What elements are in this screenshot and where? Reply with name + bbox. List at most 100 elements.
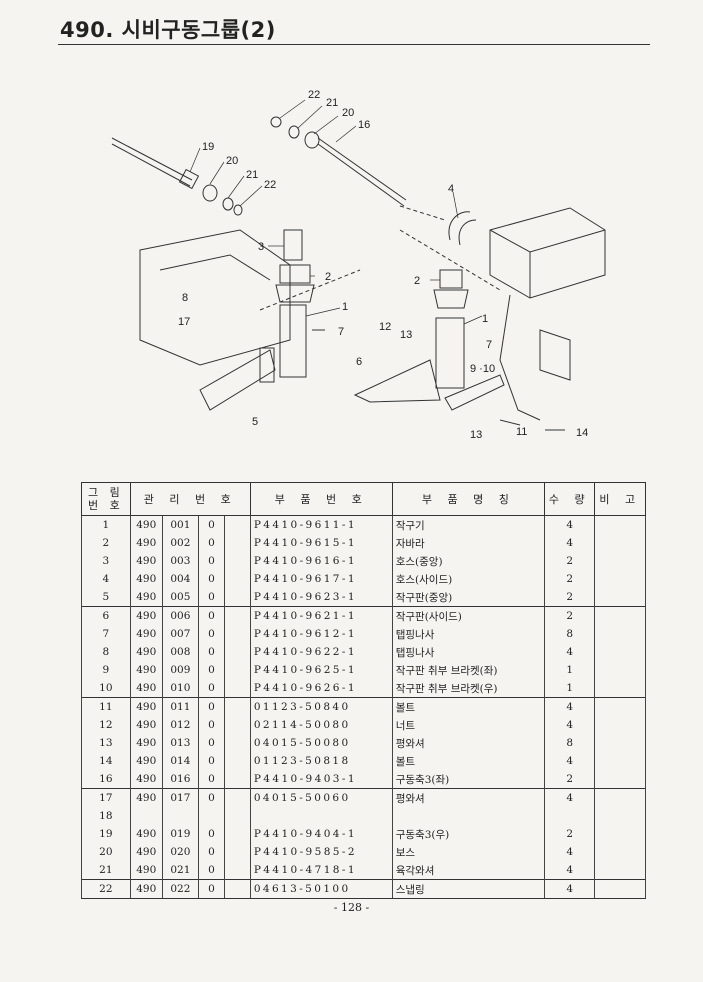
cell-part-no: 04015-50080 bbox=[249, 734, 393, 752]
cell-remark bbox=[594, 807, 646, 825]
cell-mgmt-b: 017 bbox=[161, 788, 200, 807]
table-header-row: 그 림 번 호 관 리 번 호 부 품 번 호 부 품 명 칭 수 량 비 고 bbox=[81, 482, 646, 516]
cell-fig-no: 7 bbox=[81, 625, 131, 643]
callout: 1 bbox=[342, 301, 348, 313]
cell-mgmt-a: 490 bbox=[129, 861, 163, 880]
callout: 22 bbox=[308, 89, 320, 101]
cell-blank bbox=[223, 515, 251, 534]
cell-fig-no: 5 bbox=[81, 588, 131, 607]
cell-mgmt-b: 013 bbox=[161, 734, 200, 752]
cell-mgmt-c: 0 bbox=[198, 679, 225, 698]
cell-remark bbox=[594, 643, 646, 661]
cell-qty: 4 bbox=[543, 643, 596, 661]
callout: 2 bbox=[414, 275, 420, 287]
callout: 14 bbox=[576, 427, 588, 439]
cell-remark bbox=[594, 606, 646, 625]
cell-mgmt-a: 490 bbox=[129, 716, 163, 734]
page-number: - 128 - bbox=[333, 901, 370, 914]
cell-part-name: 볼트 bbox=[391, 752, 545, 770]
callout: 11 bbox=[516, 426, 527, 438]
cell-fig-no: 4 bbox=[81, 570, 131, 588]
cell-part-name: 볼트 bbox=[391, 697, 545, 716]
cell-part-no: P4410-9622-1 bbox=[249, 643, 393, 661]
cell-remark bbox=[594, 588, 646, 607]
cell-remark bbox=[594, 843, 646, 861]
cell-mgmt-c: 0 bbox=[198, 606, 225, 625]
cell-blank bbox=[223, 807, 251, 825]
cell-part-no: P4410-9621-1 bbox=[249, 606, 393, 625]
cell-remark bbox=[594, 788, 646, 807]
cell-part-no: P4410-9404-1 bbox=[249, 825, 393, 843]
cell-remark bbox=[594, 825, 646, 843]
cell-fig-no: 16 bbox=[81, 770, 131, 789]
cell-remark bbox=[594, 697, 646, 716]
cell-remark bbox=[594, 679, 646, 698]
cell-part-name: 탭핑나사 bbox=[391, 625, 545, 643]
callout: 20 bbox=[226, 155, 238, 167]
cell-part-no: 04015-50060 bbox=[249, 788, 393, 807]
cell-qty: 1 bbox=[543, 661, 596, 679]
cell-remark bbox=[594, 515, 646, 534]
cell-blank bbox=[223, 552, 251, 570]
cell-part-no: 01123-50840 bbox=[249, 697, 393, 716]
cell-part-name: 탭핑나사 bbox=[391, 643, 545, 661]
cell-part-name: 작구판(중앙) bbox=[391, 588, 545, 607]
cell-mgmt-b: 003 bbox=[161, 552, 200, 570]
cell-mgmt-a: 490 bbox=[129, 625, 163, 643]
cell-mgmt-b: 010 bbox=[161, 679, 200, 698]
cell-mgmt-c: 0 bbox=[198, 625, 225, 643]
cell-mgmt-b: 006 bbox=[161, 606, 200, 625]
cell-fig-no: 12 bbox=[81, 716, 131, 734]
cell-mgmt-b: 009 bbox=[161, 661, 200, 679]
cell-blank bbox=[223, 716, 251, 734]
cell-part-no: P4410-9625-1 bbox=[249, 661, 393, 679]
cell-blank bbox=[223, 570, 251, 588]
callout: 13 bbox=[470, 429, 482, 441]
cell-blank bbox=[223, 697, 251, 716]
callout: 1 bbox=[482, 313, 488, 325]
cell-mgmt-a: 490 bbox=[129, 788, 163, 807]
cell-mgmt-a: 490 bbox=[129, 770, 163, 789]
cell-mgmt-c: 0 bbox=[198, 825, 225, 843]
cell-part-name: 구동축3(우) bbox=[391, 825, 545, 843]
cell-mgmt-a: 490 bbox=[129, 661, 163, 679]
cell-part-no: P4410-9585-2 bbox=[249, 843, 393, 861]
callout: 7 bbox=[486, 339, 492, 351]
cell-remark bbox=[594, 716, 646, 734]
cell-mgmt-c: 0 bbox=[198, 879, 225, 899]
cell-mgmt-a: 490 bbox=[129, 843, 163, 861]
cell-blank bbox=[223, 788, 251, 807]
cell-mgmt-c: 0 bbox=[198, 552, 225, 570]
cell-blank bbox=[223, 606, 251, 625]
cell-qty: 4 bbox=[543, 843, 596, 861]
cell-part-name: 평와셔 bbox=[391, 734, 545, 752]
callout: 4 bbox=[448, 183, 454, 195]
cell-fig-no: 14 bbox=[81, 752, 131, 770]
cell-qty: 4 bbox=[543, 697, 596, 716]
cell-mgmt-b: 021 bbox=[161, 861, 200, 880]
cell-mgmt-c: 0 bbox=[198, 752, 225, 770]
cell-mgmt-b: 004 bbox=[161, 570, 200, 588]
cell-part-no: P4410-9626-1 bbox=[249, 679, 393, 698]
title-rule bbox=[58, 44, 650, 45]
cell-part-no: P4410-9611-1 bbox=[249, 515, 393, 534]
cell-mgmt-a: 490 bbox=[129, 679, 163, 698]
cell-fig-no: 2 bbox=[81, 534, 131, 552]
cell-mgmt-a: 490 bbox=[129, 515, 163, 534]
cell-qty: 4 bbox=[543, 515, 596, 534]
cell-blank bbox=[223, 770, 251, 789]
cell-mgmt-b: 016 bbox=[161, 770, 200, 789]
cell-fig-no: 13 bbox=[81, 734, 131, 752]
cell-qty: 4 bbox=[543, 752, 596, 770]
callout: 13 bbox=[400, 329, 412, 341]
cell-part-name: 호스(사이드) bbox=[391, 570, 545, 588]
